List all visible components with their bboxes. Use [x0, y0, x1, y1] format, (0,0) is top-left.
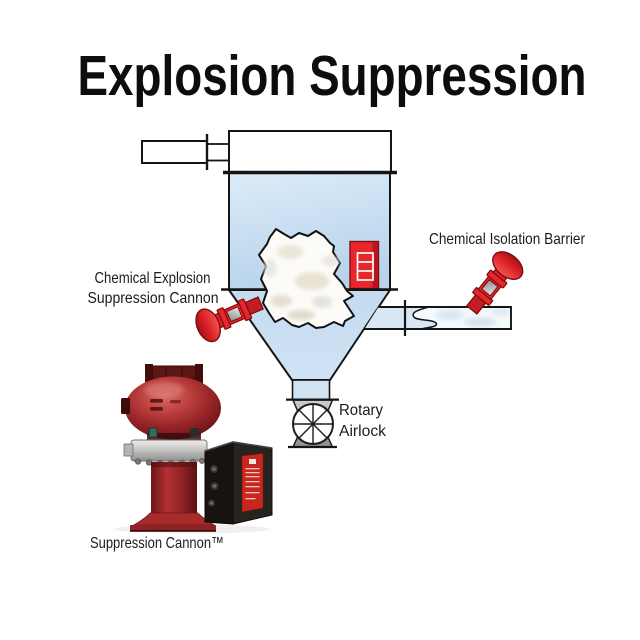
label-rotary-line2: Airlock	[339, 423, 387, 440]
explosion-cloud	[258, 228, 355, 329]
suppression-cannon-photo	[114, 364, 273, 534]
pressure-detector	[349, 240, 380, 290]
chemical-explosion-suppression-cannon	[195, 296, 264, 343]
chemical-isolation-barrier-cannon	[465, 251, 524, 315]
page-title: Explosion Suppression	[78, 44, 587, 108]
cannon-dome	[492, 251, 524, 280]
rotary-airlock	[286, 379, 339, 449]
inlet-pipe-neck	[206, 143, 231, 162]
control-box-knobs	[207, 464, 220, 508]
label-rotary-line1: Rotary	[339, 402, 383, 419]
cannon-base	[130, 512, 216, 532]
control-box	[204, 441, 273, 525]
label-isolation-barrier: Chemical Isolation Barrier	[429, 231, 586, 248]
photo-caption: Suppression Cannon™	[90, 535, 224, 552]
detector-vent-grid	[356, 252, 374, 281]
valve-fitting	[148, 427, 158, 438]
label-cannon-line1: Chemical Explosion	[95, 270, 211, 287]
inlet-pipe	[141, 140, 208, 164]
suppressant-tank	[121, 376, 221, 440]
cannon-body-cylinder	[151, 462, 197, 514]
clean-air-plenum	[228, 130, 392, 173]
cannon-sight-window	[481, 278, 499, 297]
label-cannon-line2: Suppression Cannon	[88, 290, 219, 307]
rotor-spokes	[293, 404, 333, 444]
cannon-sight-window	[226, 306, 243, 323]
cannon-dome	[195, 308, 221, 343]
airlock-neck	[291, 379, 331, 401]
warning-label	[241, 453, 264, 513]
